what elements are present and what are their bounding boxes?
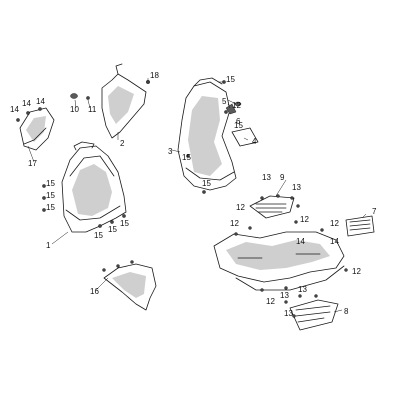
part-5-hook xyxy=(225,103,237,115)
callout-13-b: 13 xyxy=(292,183,301,192)
part-12-screw-upper xyxy=(224,110,228,114)
callout-15-d: 15 xyxy=(94,231,103,240)
callout-14-d: 14 xyxy=(296,237,305,246)
callout-3: 3 xyxy=(168,147,173,156)
parts-10-11-small-fasteners xyxy=(70,93,90,100)
screw-group-13-lower xyxy=(284,294,318,318)
callout-12-c: 12 xyxy=(236,203,245,212)
screw-group-14-left xyxy=(16,107,42,122)
callout-6: 6 xyxy=(236,117,241,126)
callout-15-b: 15 xyxy=(46,191,55,200)
callout-14-c: 14 xyxy=(36,97,45,106)
callout-4: 4 xyxy=(252,137,257,146)
part-floor-board xyxy=(213,231,345,291)
callout-15-i: 15 xyxy=(202,179,211,188)
callout-17: 17 xyxy=(28,159,37,168)
callout-7: 7 xyxy=(372,207,377,216)
part-9-floor-mat-small xyxy=(249,195,295,219)
callout-9: 9 xyxy=(280,173,285,182)
callout-12-d: 12 xyxy=(300,215,309,224)
callout-2: 2 xyxy=(120,139,125,148)
callout-15-e: 15 xyxy=(108,225,117,234)
callout-16: 16 xyxy=(90,287,99,296)
callout-11: 11 xyxy=(88,105,97,114)
callout-13-a: 13 xyxy=(262,173,271,182)
callout-15-c: 15 xyxy=(46,203,55,212)
callout-1: 1 xyxy=(46,241,51,250)
callout-12-f: 12 xyxy=(352,267,361,276)
part-1-front-shield xyxy=(61,141,127,233)
callout-15-g: 15 xyxy=(226,75,235,84)
callout-labels: 1 2 3 4 5 6 7 8 9 10 11 12 12 12 12 12 1… xyxy=(10,71,377,318)
callout-14-b: 14 xyxy=(22,99,31,108)
part-6-clip xyxy=(234,101,242,107)
callout-12-b: 12 xyxy=(230,219,239,228)
callout-15-a: 15 xyxy=(46,179,55,188)
callout-12-e: 12 xyxy=(330,219,339,228)
leader-lines xyxy=(27,78,367,313)
screw-group-12-floor xyxy=(234,220,348,292)
callout-13-d: 13 xyxy=(284,309,293,318)
screw-group-16-panel xyxy=(102,260,134,272)
callout-18: 18 xyxy=(150,71,159,80)
part-8-floor-mat-large xyxy=(289,299,339,331)
callout-15-h: 15 xyxy=(182,153,191,162)
screw-group-15-shield xyxy=(42,184,126,228)
callout-10: 10 xyxy=(70,105,79,114)
callout-15-f: 15 xyxy=(120,219,129,228)
callout-12-a: 12 xyxy=(232,101,241,110)
part-2-front-top-cover xyxy=(101,63,147,139)
callout-13-c: 13 xyxy=(280,291,289,300)
part-3-inner-leg-shield xyxy=(177,77,237,191)
callout-8: 8 xyxy=(344,307,349,316)
part-17-front-upper-cover xyxy=(19,107,55,151)
part-16-lower-front-cover xyxy=(103,263,157,311)
callout-13-e: 13 xyxy=(298,285,307,294)
callout-5: 5 xyxy=(222,97,227,106)
callout-14-e: 14 xyxy=(330,237,339,246)
callout-14-a: 14 xyxy=(10,105,19,114)
screw-group-13-upper xyxy=(260,194,300,208)
part-4-cover-plate xyxy=(231,127,259,147)
part-7-side-plate xyxy=(345,215,375,237)
callout-12-g: 12 xyxy=(266,297,275,306)
callout-15-j: 15 xyxy=(234,121,243,130)
